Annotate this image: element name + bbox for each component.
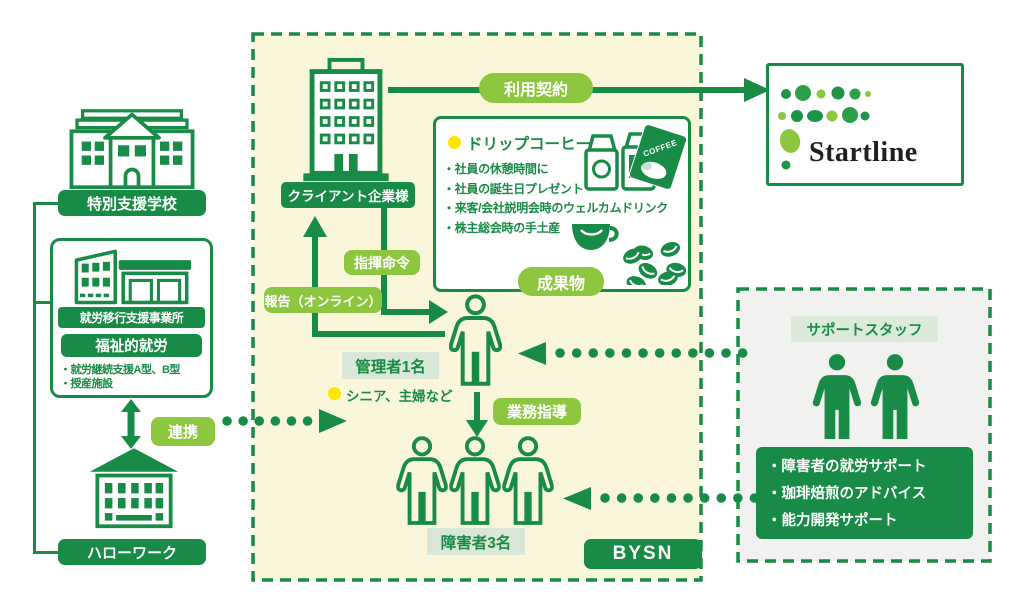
startline-logo-text: Startline bbox=[809, 137, 918, 168]
support-dotted-arrow-manager bbox=[518, 342, 762, 365]
coffee-beans-icon bbox=[619, 238, 686, 285]
product-item: ・社員の誕生日プレゼント bbox=[443, 181, 584, 196]
manager-note: シニア、主婦など bbox=[346, 389, 453, 404]
client-label: クライアント企業様 bbox=[281, 182, 415, 208]
support-dotted-arrow-workers bbox=[563, 487, 759, 510]
startline-logo-dots bbox=[778, 85, 871, 170]
agency-title: 就労移行支援事業所 bbox=[58, 307, 205, 328]
renkei-dotted-arrow bbox=[222, 409, 347, 433]
product-item: ・来客/会社説明会時のウェルカムドリンク bbox=[443, 201, 668, 215]
product-title: ドリップコーヒー bbox=[467, 136, 592, 153]
product-item: ・社員の休憩時間に bbox=[443, 162, 549, 176]
coffee-packet-icon: COFFEE bbox=[628, 124, 688, 190]
agency-icon bbox=[74, 249, 192, 305]
staff-label: サポートスタッフ bbox=[791, 316, 938, 342]
product-item: ・株主総会時の手土産 bbox=[443, 220, 561, 235]
left-connector-stub-school bbox=[33, 202, 61, 205]
staff-person-icon bbox=[869, 352, 921, 442]
agency-item: ・就労継続支援A型、B型 bbox=[60, 364, 180, 376]
product-items: ・社員の休憩時間に ・社員の誕生日プレゼント ・来客/会社説明会時のウェルカムド… bbox=[443, 160, 685, 238]
support-item: ・能力開発サポート bbox=[767, 513, 898, 529]
bysn-label: BYSN bbox=[584, 539, 702, 569]
guidance-line bbox=[474, 392, 480, 422]
renkei-label: 連携 bbox=[151, 417, 215, 446]
support-item: ・障害者の就労サポート bbox=[767, 459, 927, 475]
contract-label: 利用契約 bbox=[479, 73, 593, 103]
client-building-icon bbox=[303, 57, 389, 182]
report-label: 報告（オンライン） bbox=[264, 287, 382, 313]
manager-label: 管理者1名 bbox=[342, 352, 439, 379]
startline-logo-box: Startline bbox=[766, 63, 964, 186]
agency-items: ・就労継続支援A型、B型 ・授産施設 bbox=[60, 363, 180, 391]
report-arrowhead bbox=[303, 216, 327, 237]
workers-label: 障害者3名 bbox=[427, 528, 525, 555]
support-list-box: ・障害者の就労サポート ・珈琲焙煎のアドバイス ・能力開発サポート bbox=[756, 447, 973, 539]
double-arrow-icon bbox=[121, 399, 141, 449]
worker-person-icon bbox=[449, 436, 501, 526]
manager-person-icon bbox=[449, 292, 502, 389]
hellowork-label: ハローワーク bbox=[58, 539, 206, 565]
support-item: ・珈琲焙煎のアドバイス bbox=[767, 486, 927, 502]
agency-badge: 福祉的就労 bbox=[61, 334, 202, 357]
school-icon bbox=[69, 109, 195, 190]
product-badge: 成果物 bbox=[518, 267, 604, 296]
command-label: 指揮命令 bbox=[344, 250, 420, 275]
coffee-cup-icon bbox=[572, 224, 619, 250]
guidance-arrowhead bbox=[466, 420, 488, 437]
product-box: ドリップコーヒー ・社員の休憩時間に ・社員の誕生日プレゼント ・来客/会社説明… bbox=[433, 116, 691, 296]
report-line-h bbox=[312, 331, 445, 337]
left-connector-stub-hellowork bbox=[33, 551, 61, 554]
agency-box: 就労移行支援事業所 福祉的就労 ・就労継続支援A型、B型 ・授産施設 bbox=[50, 238, 213, 398]
command-line-h bbox=[381, 309, 431, 315]
worker-person-icon bbox=[502, 436, 554, 526]
guidance-label: 業務指導 bbox=[493, 398, 581, 425]
staff-person-icon bbox=[811, 352, 863, 442]
school-label: 特別支援学校 bbox=[58, 190, 206, 216]
yellow-dot-icon bbox=[328, 387, 341, 400]
yellow-dot-icon bbox=[448, 136, 461, 149]
agency-item: ・授産施設 bbox=[60, 378, 113, 390]
hellowork-icon bbox=[89, 448, 179, 529]
left-connector-line bbox=[33, 202, 36, 554]
left-connector-stub-agency bbox=[33, 301, 51, 304]
command-arrowhead bbox=[429, 300, 448, 324]
worker-person-icon bbox=[396, 436, 448, 526]
